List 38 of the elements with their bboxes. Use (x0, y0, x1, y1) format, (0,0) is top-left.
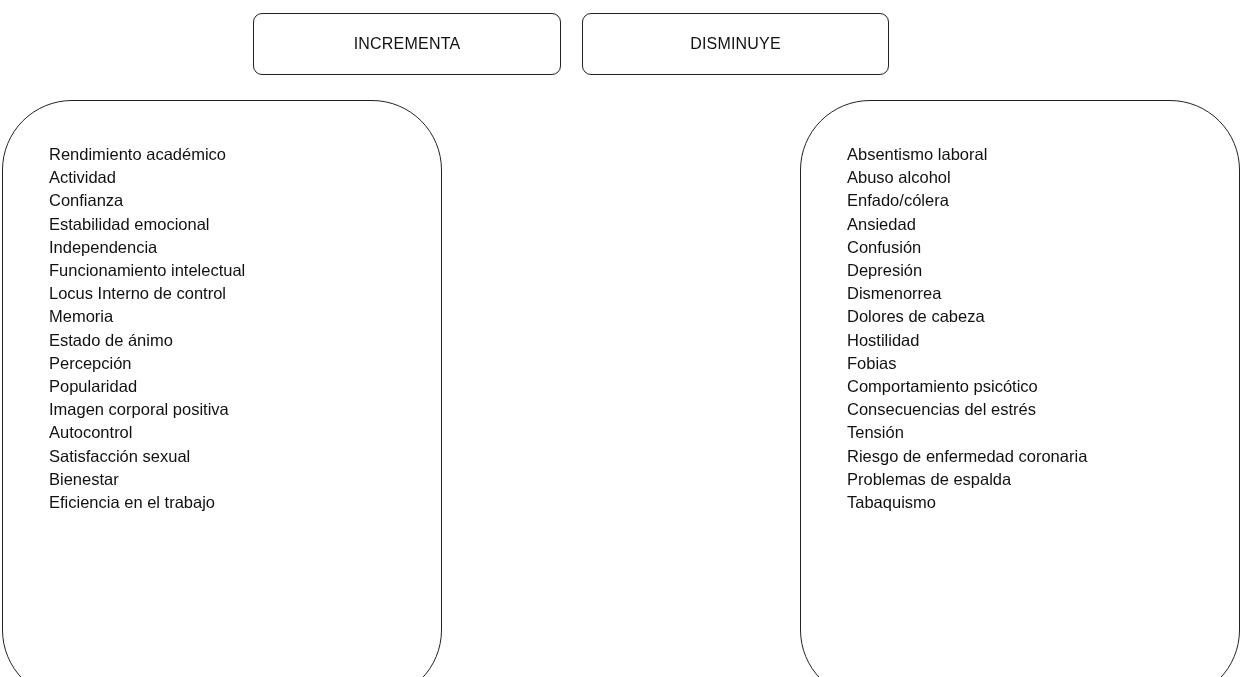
list-item: Confianza (49, 190, 125, 212)
rounded-list-box (800, 100, 1240, 677)
list-item: Autocontrol (49, 422, 134, 444)
list-item: Eficiencia en el trabajo (49, 492, 216, 514)
list-item: Satisfacción sexual (49, 445, 192, 467)
list-item: Dolores de cabeza (847, 306, 986, 328)
list-item: Locus Interno de control (49, 283, 228, 305)
list-item: Estabilidad emocional (49, 213, 211, 235)
list-item: Enfado/cólera (847, 190, 950, 212)
list-item: Absentismo laboral (847, 144, 989, 165)
list-item: Rendimiento académico (49, 144, 227, 165)
list-item: Tensión (847, 422, 905, 444)
list-item: Hostilidad (847, 329, 921, 351)
list-item: Tabaquismo (847, 492, 937, 514)
list-item: Actividad (49, 167, 117, 189)
list-item: Memoria (49, 306, 115, 328)
list-item: Depresión (847, 260, 924, 281)
header-label: DISMINUYE (690, 35, 781, 53)
list-item: Riesgo de enfermedad coronaria (847, 445, 1089, 467)
list-item: Funcionamiento intelectual (49, 260, 247, 281)
list-item: Independencia (49, 236, 159, 258)
header-box (253, 13, 561, 75)
list-item: Bienestar (49, 468, 120, 490)
rounded-list-box (2, 100, 442, 677)
list-item: Comportamiento psicótico (847, 376, 1039, 398)
list-item: Popularidad (49, 376, 139, 398)
list-item: Fobias (847, 352, 898, 374)
list-item: Dismenorrea (847, 283, 943, 305)
list-item: Percepción (49, 352, 133, 374)
list-item: Abuso alcohol (847, 167, 952, 189)
list-item: Consecuencias del estrés (847, 399, 1037, 421)
list-item: Estado de ánimo (49, 329, 174, 351)
header-box (582, 13, 889, 75)
list-item: Problemas de espalda (847, 468, 1013, 490)
list-item: Confusión (847, 236, 923, 258)
list-item: Imagen corporal positiva (49, 399, 230, 421)
list-item: Ansiedad (847, 213, 917, 235)
header-label: INCREMENTA (353, 35, 461, 53)
